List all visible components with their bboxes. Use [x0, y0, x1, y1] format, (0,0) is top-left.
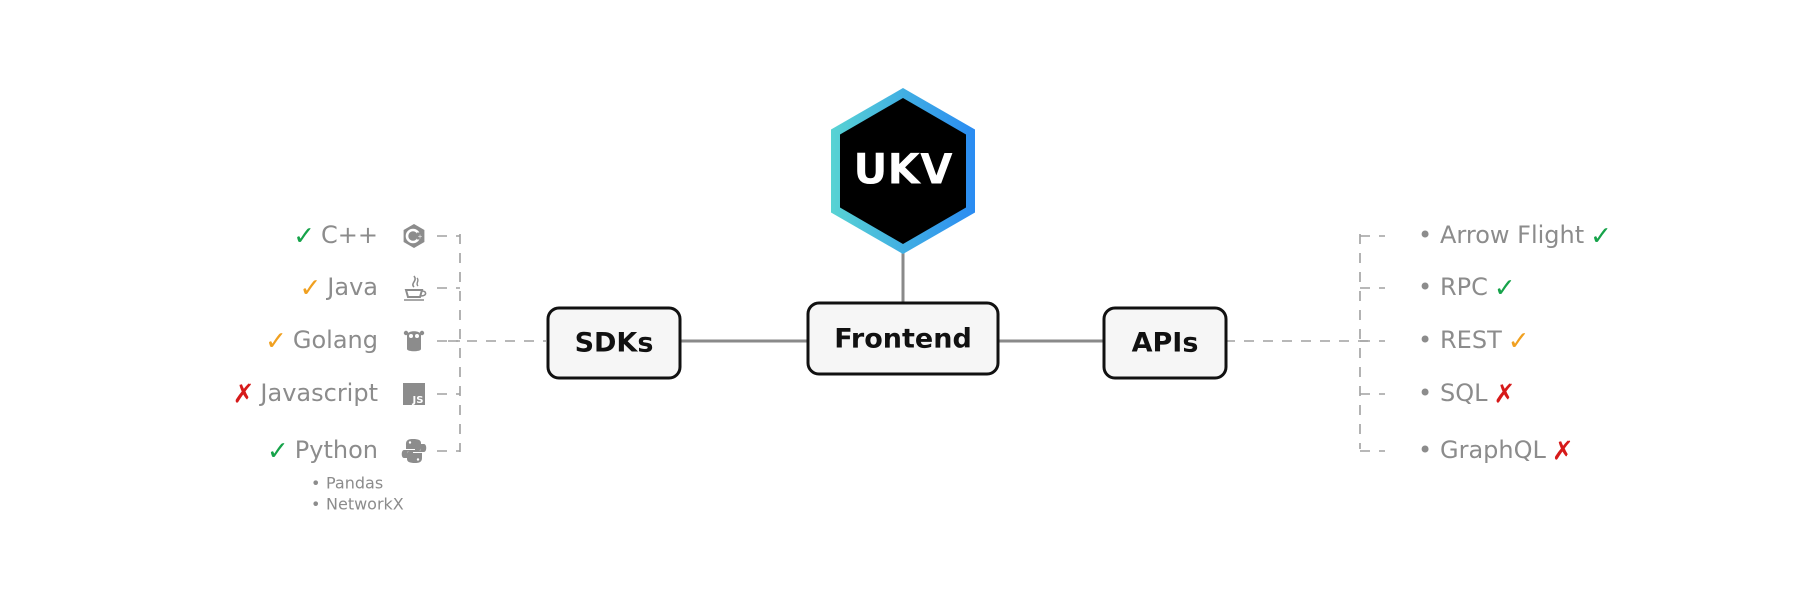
svg-text:+: +	[417, 234, 422, 241]
python-icon	[401, 439, 427, 463]
api-sql-item: • SQL✗	[1418, 379, 1515, 410]
java-icon	[404, 275, 427, 301]
sdk-python-status-mark: ✓	[267, 437, 289, 467]
sdks-node: SDKs	[546, 306, 682, 380]
logo-hexagon	[840, 98, 966, 244]
api-arrow-flight-item: • Arrow Flight✓	[1418, 221, 1612, 252]
ukv-logo: UKV	[831, 88, 975, 254]
sdk-c-status-mark: ✓	[293, 222, 315, 252]
frontend-node: Frontend	[806, 301, 1000, 376]
sdk-javascript-label: Javascript	[258, 379, 378, 407]
javascript-icon: JS	[403, 383, 425, 406]
api-rpc-label: RPC	[1440, 273, 1488, 301]
sdk-c-item: C++✓ +	[293, 221, 425, 252]
api-arrow-flight-bullet: •	[1418, 221, 1432, 249]
api-rpc-item: • RPC✓	[1418, 273, 1516, 304]
apis-node: APIs	[1102, 306, 1228, 380]
api-rpc-status-mark: ✓	[1494, 274, 1516, 304]
api-sql-label: SQL	[1440, 379, 1488, 407]
sdks-label: SDKs	[575, 328, 654, 359]
api-graphql-bullet: •	[1418, 436, 1432, 464]
cpp-icon: +	[403, 224, 425, 248]
api-graphql-item: • GraphQL✗	[1418, 436, 1574, 467]
sdk-python-label: Python	[295, 436, 378, 464]
sdk-javascript-status-mark: ✗	[233, 380, 255, 410]
svg-text:JS: JS	[412, 395, 424, 406]
api-rest-label: REST	[1440, 326, 1502, 354]
sdk-list: C++✓+Java✓Golang✓Javascript✗JSPython✓•Pa…	[233, 221, 427, 514]
python-sub-bullet: •	[311, 495, 320, 514]
api-arrow-flight-label: Arrow Flight	[1440, 221, 1584, 249]
api-rpc-bullet: •	[1418, 273, 1432, 301]
sdk-java-label: Java	[325, 273, 378, 301]
python-sub-pandas: Pandas	[326, 474, 383, 493]
python-sub-networkx: NetworkX	[326, 495, 404, 514]
api-arrow-flight-status-mark: ✓	[1590, 222, 1612, 252]
python-sub-bullet: •	[311, 474, 320, 493]
sdk-javascript-item: Javascript✗ JS	[233, 379, 425, 410]
sdk-java-status-mark: ✓	[300, 274, 322, 304]
sdk-java-item: Java✓	[300, 273, 427, 304]
sdk-golang-status-mark: ✓	[265, 327, 287, 357]
frontend-label: Frontend	[834, 324, 972, 355]
api-graphql-label: GraphQL	[1440, 436, 1547, 464]
api-list: •Arrow Flight✓•RPC✓•REST✓•SQL✗•GraphQL✗	[1418, 221, 1612, 467]
golang-icon	[403, 330, 425, 352]
sdk-golang-item: Golang✓	[265, 326, 425, 357]
api-rest-status-mark: ✓	[1508, 327, 1530, 357]
api-graphql-status-mark: ✗	[1552, 437, 1574, 467]
api-branches	[1360, 235, 1385, 452]
apis-label: APIs	[1132, 328, 1199, 359]
sdk-python-item: Python✓ • Pandas • NetworkX	[267, 436, 427, 514]
api-rest-bullet: •	[1418, 326, 1432, 354]
api-sql-bullet: •	[1418, 379, 1432, 407]
sdk-golang-label: Golang	[293, 326, 378, 354]
api-sql-status-mark: ✗	[1494, 380, 1516, 410]
logo-label: UKV	[853, 145, 953, 194]
api-rest-item: • REST✓	[1418, 326, 1530, 357]
sdk-branches	[437, 235, 460, 452]
sdk-c-label: C++	[321, 221, 378, 249]
